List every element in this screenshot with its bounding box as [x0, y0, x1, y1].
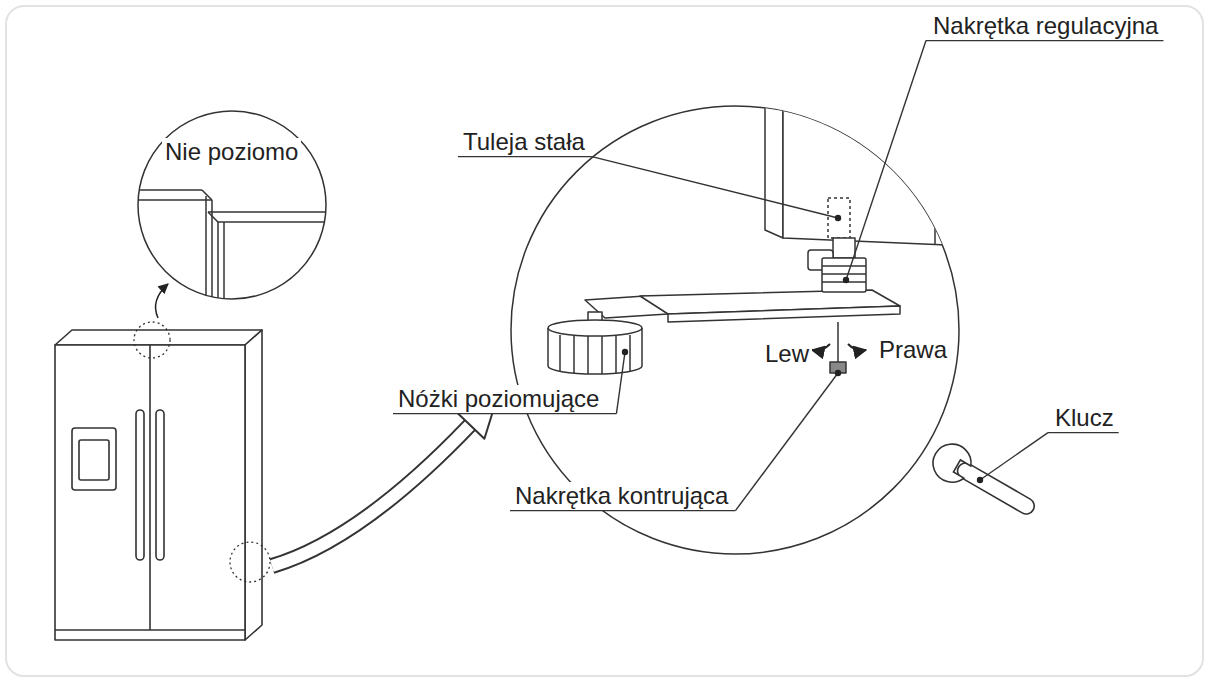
zoom-arrow — [272, 425, 470, 566]
foot-rib — [601, 336, 603, 374]
foot-detail — [548, 96, 970, 374]
foot-rib — [559, 335, 561, 371]
cabinet-front — [783, 96, 970, 246]
turn-arrow-left — [812, 344, 830, 350]
leader-line — [735, 373, 838, 511]
inset-circle — [138, 111, 326, 299]
dispenser-recess — [79, 440, 109, 480]
fridge-front — [55, 345, 245, 640]
label-underline — [926, 40, 1163, 41]
fridge-top — [55, 330, 262, 345]
detail-marker — [134, 322, 170, 358]
dispenser — [72, 428, 116, 490]
door-split — [149, 345, 151, 630]
cabinet-edge — [934, 96, 936, 244]
foot-rib — [573, 336, 575, 373]
door-edge — [205, 196, 207, 310]
part-label: Klucz — [1052, 404, 1117, 432]
door-edge — [202, 190, 212, 200]
leveling-foot-top — [548, 320, 642, 336]
lock-nut-stem — [837, 322, 839, 362]
leader-line — [846, 41, 926, 280]
leader-dot — [843, 277, 849, 283]
foot-rib — [587, 336, 589, 374]
door-edge — [208, 212, 218, 222]
panel — [6, 6, 1203, 676]
label-underline — [393, 413, 616, 414]
turn-arrow-right — [848, 344, 866, 350]
door-edge — [128, 189, 202, 191]
leader-dot — [622, 349, 628, 355]
fridge — [55, 330, 262, 640]
label-underline — [458, 156, 592, 157]
door-tops — [128, 190, 332, 310]
zoom-arrow — [272, 425, 470, 566]
door-edge — [218, 221, 332, 223]
foot-rib — [615, 336, 617, 373]
wrench — [926, 437, 1043, 526]
door-edge — [223, 222, 225, 310]
door-edge — [138, 199, 212, 201]
label-underline — [510, 510, 735, 511]
bracket-edge — [668, 306, 900, 322]
leader-line — [616, 352, 625, 414]
part-label: Prawa — [876, 336, 950, 364]
label-underline — [1048, 432, 1119, 433]
part-label: Tuleja stała — [460, 128, 588, 156]
door-edge — [208, 211, 332, 213]
leader-dot — [835, 215, 841, 221]
leader-dot — [977, 477, 983, 483]
part-label: Nóżki poziomujące — [395, 385, 602, 413]
leader-dot — [835, 370, 841, 376]
wrench-head — [926, 437, 977, 488]
cabinet-side — [765, 96, 783, 238]
bushing — [828, 198, 850, 238]
door-edge — [217, 222, 219, 310]
fridge-base — [55, 629, 245, 631]
adjusting-nut — [822, 258, 866, 292]
foot-rib — [629, 335, 631, 371]
part-label: Nakrętka regulacyjna — [930, 12, 1161, 40]
door-handle — [136, 410, 144, 560]
leader-line — [592, 157, 838, 218]
nut-ridge — [822, 273, 866, 275]
door-handle — [156, 410, 164, 560]
part-label: Lew — [762, 340, 812, 368]
leader-line — [980, 433, 1048, 480]
part-label: Nie poziomo — [162, 138, 301, 166]
fridge-side — [245, 330, 262, 640]
nut-ridge — [822, 265, 866, 267]
part-label: Nakrętka kontrująca — [512, 482, 731, 510]
bolt — [833, 238, 855, 258]
detail-marker — [230, 542, 270, 582]
detail-arrow — [156, 284, 168, 318]
